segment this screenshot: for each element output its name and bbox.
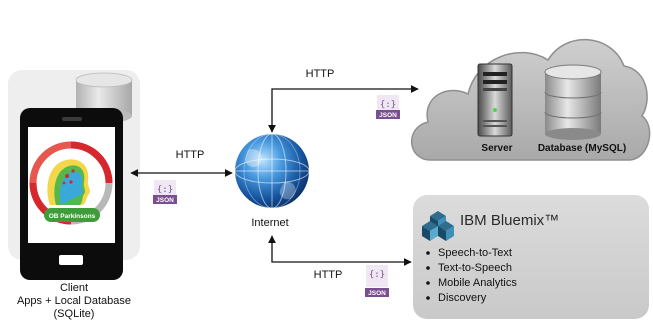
json-badge-symbol: {:} xyxy=(380,100,396,110)
bullet-icon xyxy=(426,281,430,285)
bluemix-title: IBM Bluemix™ xyxy=(460,212,559,229)
client-label: Client xyxy=(60,282,88,294)
bluemix-panel: IBM Bluemix™ Speech-to-Text Text-to-Spee… xyxy=(413,195,649,319)
json-badge-symbol: {:} xyxy=(157,185,173,195)
internet-label: Internet xyxy=(251,217,288,229)
json-badge-label: JSON xyxy=(379,112,397,119)
cloud-backend: Server Database (MySQL) xyxy=(410,38,651,161)
json-badge-label: JSON xyxy=(368,290,386,297)
bluemix-service-item: Discovery xyxy=(438,292,487,304)
server-label: Server xyxy=(481,143,512,154)
bullet-icon xyxy=(426,251,430,255)
database-label: Database (MySQL) xyxy=(538,143,626,154)
app-logo-text: OB Parkinsons xyxy=(49,213,96,220)
client-label-sqlite: (SQLite) xyxy=(54,308,95,320)
bluemix-service-item: Speech-to-Text xyxy=(438,247,512,259)
app-logo: OB Parkinsons xyxy=(29,141,113,225)
json-badge-bluemix: {:} JSON xyxy=(365,265,389,297)
client-device: OB Parkinsons xyxy=(8,70,140,280)
phone-home-button xyxy=(59,255,83,265)
bluemix-cube-icon xyxy=(422,211,454,241)
cloud-shape xyxy=(410,38,651,161)
json-badge-client: {:} JSON xyxy=(153,180,177,204)
internet-globe-icon xyxy=(234,133,310,209)
internet-bluemix-arrow xyxy=(268,235,412,266)
internet-server-arrow xyxy=(268,85,419,133)
internet-bluemix-http-label: HTTP xyxy=(314,269,343,281)
client-label-subtitle: Apps + Local Database xyxy=(17,295,131,307)
bluemix-service-item: Text-to-Speech xyxy=(438,262,512,274)
json-badge-server: {:} JSON xyxy=(376,95,400,119)
bluemix-panel-background xyxy=(413,195,649,319)
bullet-icon xyxy=(426,266,430,270)
internet-server-http-label: HTTP xyxy=(306,68,335,80)
bluemix-service-item: Mobile Analytics xyxy=(438,277,517,289)
bullet-icon xyxy=(426,296,430,300)
json-badge-label: JSON xyxy=(156,197,174,204)
database-icon xyxy=(544,64,602,140)
json-badge-symbol: {:} xyxy=(369,270,385,280)
phone-speaker xyxy=(62,117,82,121)
client-internet-http-label: HTTP xyxy=(176,149,205,161)
bluemix-service-list: Speech-to-Text Text-to-Speech Mobile Ana… xyxy=(426,247,517,304)
server-icon xyxy=(477,63,513,137)
